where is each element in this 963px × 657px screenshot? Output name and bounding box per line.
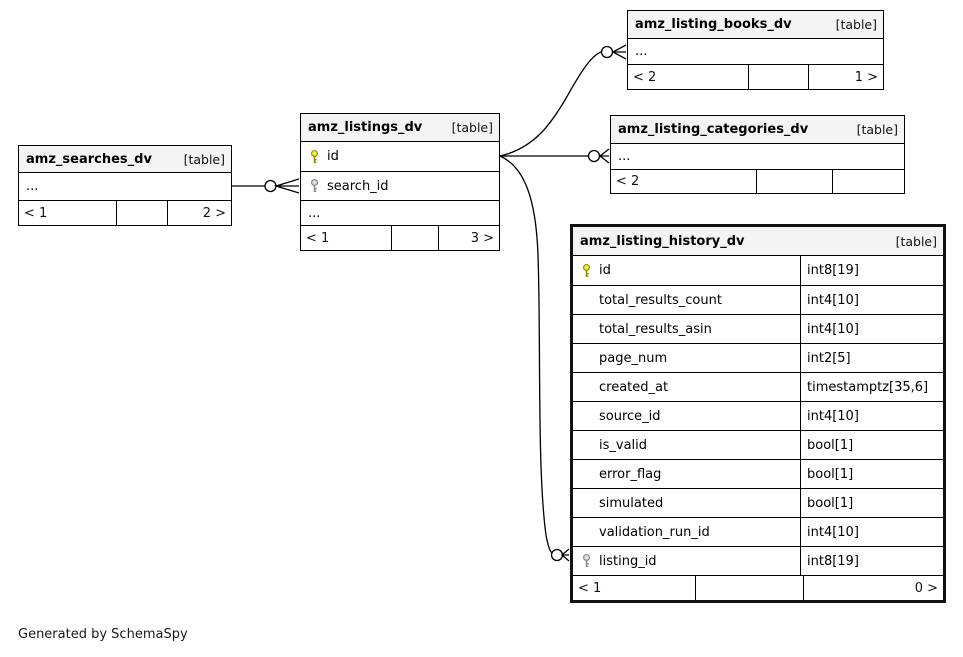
- column-name: id: [573, 256, 800, 285]
- column-name: ...: [618, 149, 631, 164]
- column-row: ...: [19, 173, 231, 200]
- column-name: listing_id: [573, 547, 800, 575]
- primary-key-icon: [310, 149, 319, 165]
- table-footer: < 1 0 >: [573, 575, 943, 600]
- column-row: page_num int2[5]: [573, 343, 943, 372]
- relationship-listings-history: [499, 155, 570, 562]
- column-name: validation_run_id: [599, 524, 710, 540]
- table-name[interactable]: amz_listing_history_dv: [580, 233, 745, 249]
- column-row: error_flag bool[1]: [573, 459, 943, 488]
- column-name: source_id: [599, 408, 661, 424]
- parent-count: < 1: [578, 580, 602, 596]
- relationship-searches-listings: [232, 178, 300, 194]
- relationship-listings-books: [499, 44, 627, 157]
- table-name[interactable]: amz_listing_categories_dv: [618, 122, 809, 137]
- column-row: search_id: [301, 171, 499, 200]
- table-footer: < 2 1 >: [628, 64, 883, 89]
- table-amz-listing-categories-dv: amz_listing_categories_dv [table] ... < …: [610, 115, 905, 194]
- foreign-key-icon: [582, 553, 591, 569]
- column-type: int8[19]: [800, 547, 859, 575]
- table-type-label: [table]: [451, 120, 493, 135]
- table-footer: < 1 3 >: [301, 225, 499, 250]
- table-header[interactable]: amz_listing_categories_dv [table]: [611, 116, 904, 144]
- column-row: ...: [301, 200, 499, 225]
- column-name: error_flag: [599, 466, 662, 482]
- table-type-label: [table]: [856, 122, 898, 137]
- relationship-listings-categories: [500, 148, 610, 164]
- child-count: [832, 170, 904, 193]
- column-row: ...: [611, 144, 904, 169]
- column-name: id: [301, 142, 499, 171]
- column-name: page_num: [599, 350, 668, 366]
- footer-spacer: [748, 65, 808, 89]
- column-row: total_results_count int4[10]: [573, 285, 943, 314]
- foreign-key-icon: [310, 178, 319, 194]
- table-name[interactable]: amz_searches_dv: [26, 151, 152, 167]
- column-name: total_results_count: [599, 292, 722, 308]
- column-row: source_id int4[10]: [573, 401, 943, 430]
- column-name: is_valid: [599, 437, 648, 453]
- table-header[interactable]: amz_searches_dv [table]: [19, 146, 231, 173]
- column-name: search_id: [301, 172, 499, 200]
- column-name: ...: [26, 179, 39, 194]
- column-row: created_at timestamptz[35,6]: [573, 372, 943, 401]
- table-footer: < 2: [611, 169, 904, 193]
- table-header[interactable]: amz_listing_history_dv [table]: [573, 227, 943, 256]
- column-row: simulated bool[1]: [573, 488, 943, 517]
- table-footer: < 1 2 >: [19, 200, 231, 225]
- primary-key-icon: [582, 263, 591, 279]
- column-name: ...: [635, 44, 648, 59]
- generated-by-text: Generated by SchemaSpy: [18, 627, 188, 642]
- column-type: int2[5]: [800, 344, 851, 372]
- footer-spacer: [116, 201, 167, 225]
- parent-count: < 1: [306, 230, 330, 246]
- column-name: simulated: [599, 495, 664, 511]
- column-type: bool[1]: [800, 489, 853, 517]
- parent-count: < 2: [633, 69, 657, 85]
- column-name: ...: [308, 205, 321, 221]
- child-count: 1 >: [808, 65, 883, 89]
- column-type: int4[10]: [800, 286, 859, 314]
- column-row: total_results_asin int4[10]: [573, 314, 943, 343]
- parent-count: < 2: [616, 174, 640, 189]
- child-count: 3 >: [438, 226, 499, 250]
- table-amz-searches-dv: amz_searches_dv [table] ... < 1 2 >: [18, 145, 232, 226]
- table-name[interactable]: amz_listings_dv: [308, 120, 423, 135]
- table-type-label: [table]: [895, 233, 937, 249]
- footer-spacer: [391, 226, 438, 250]
- child-count: 0 >: [803, 576, 943, 600]
- column-row: ...: [628, 39, 883, 64]
- column-type: int8[19]: [800, 256, 859, 285]
- column-row: validation_run_id int4[10]: [573, 517, 943, 546]
- column-type: bool[1]: [800, 460, 853, 488]
- column-type: int4[10]: [800, 402, 859, 430]
- column-type: timestamptz[35,6]: [800, 373, 928, 401]
- table-name[interactable]: amz_listing_books_dv: [635, 17, 792, 32]
- column-name: total_results_asin: [599, 321, 712, 337]
- parent-count: < 1: [24, 205, 48, 221]
- table-header[interactable]: amz_listings_dv [table]: [301, 114, 499, 142]
- table-type-label: [table]: [835, 17, 877, 32]
- column-name: created_at: [599, 379, 669, 395]
- footer-spacer: [695, 576, 803, 600]
- table-header[interactable]: amz_listing_books_dv [table]: [628, 11, 883, 39]
- column-type: int4[10]: [800, 518, 859, 546]
- column-type: bool[1]: [800, 431, 853, 459]
- footer-spacer: [756, 170, 832, 193]
- column-row: id: [301, 142, 499, 171]
- table-type-label: [table]: [183, 151, 225, 167]
- child-count: 2 >: [167, 201, 231, 225]
- column-row: is_valid bool[1]: [573, 430, 943, 459]
- table-amz-listing-books-dv: amz_listing_books_dv [table] ... < 2 1 >: [627, 10, 884, 90]
- column-type: int4[10]: [800, 315, 859, 343]
